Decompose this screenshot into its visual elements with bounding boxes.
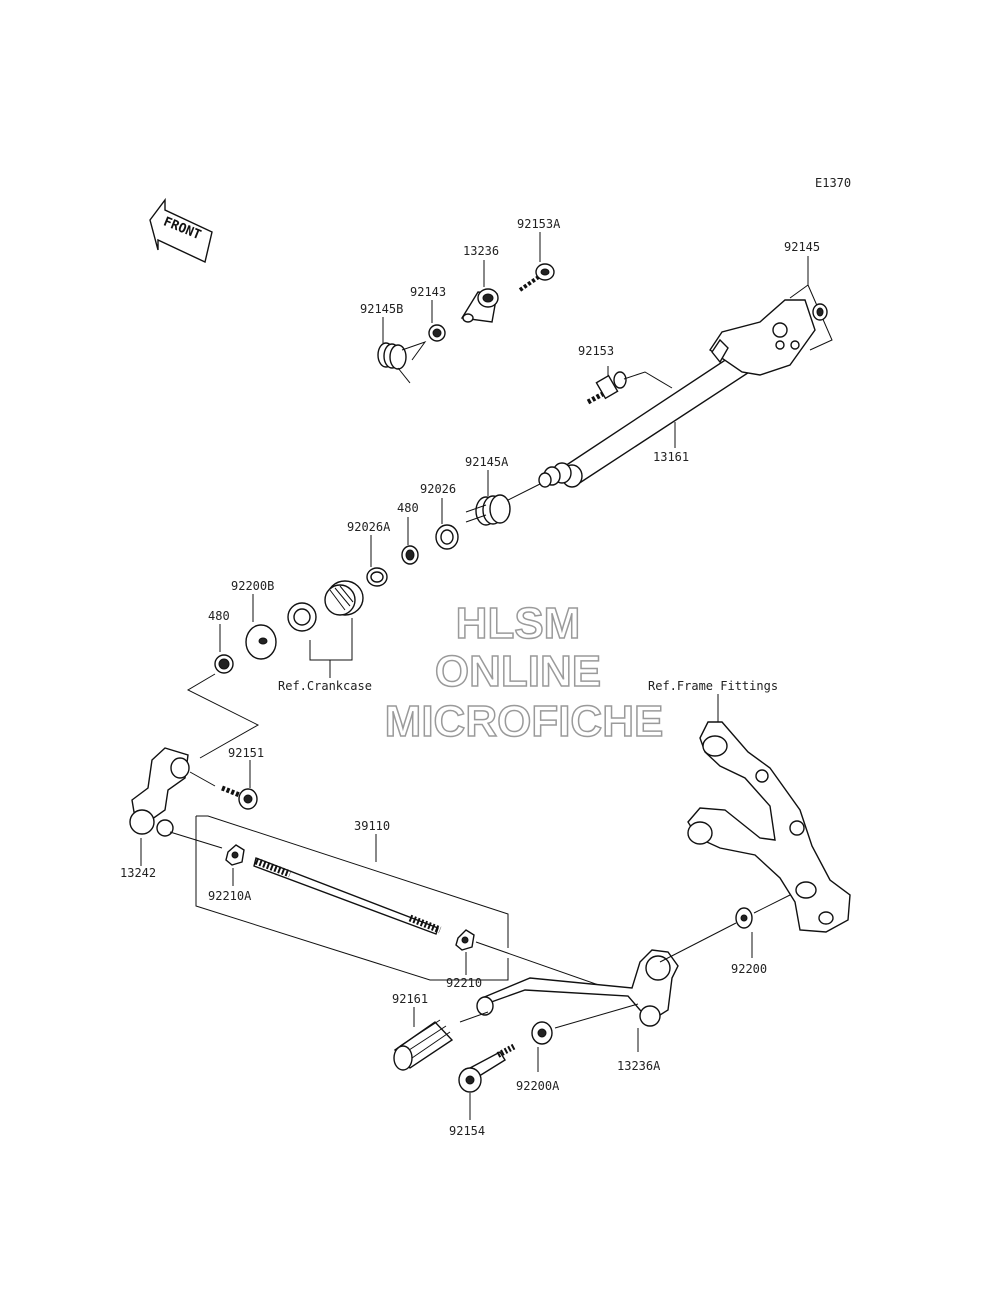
washer-92200-icon [735,907,753,929]
shift-pedal-13236A-icon [476,949,679,1027]
nut-92210A-icon [225,844,245,866]
circlip-480-icon [401,545,419,565]
label-92200: 92200 [731,962,767,976]
label-92153A: 92153A [517,217,561,231]
label-92200A: 92200A [516,1079,560,1093]
label-480-lower: 480 [208,609,230,623]
label-13236A: 13236A [617,1059,661,1073]
collar-13236-icon [460,288,499,323]
watermark-line-1: HLSM [456,599,581,648]
watermark-line-2: ONLINE [435,647,601,696]
clip-92145-icon [812,303,828,321]
ref-frame-fittings: Ref.Frame Fittings [648,679,778,693]
label-92145B: 92145B [360,302,403,316]
pedal-rubber-92161-icon [393,1019,454,1071]
label-39110: 39110 [354,819,390,833]
collar-92143-icon [428,324,446,342]
label-92026A: 92026A [347,520,391,534]
label-92145: 92145 [784,240,820,254]
label-92210A: 92210A [208,889,252,903]
label-92145A: 92145A [465,455,509,469]
tie-rod-icon [253,857,442,935]
label-92210: 92210 [446,976,482,990]
spring-92145A-icon [465,494,511,526]
bolt-92153-icon [586,371,627,405]
frame-bracket-icon [687,721,851,933]
bolt-92154-icon [458,1043,517,1093]
front-arrow-icon: FRONT [149,197,213,264]
nut-92210-icon [455,929,475,951]
bolt-92151-icon [221,785,258,810]
circlip-480-lower-icon [214,654,234,674]
washer-92026A-icon [366,567,388,587]
label-92151: 92151 [228,746,264,760]
label-92161: 92161 [392,992,428,1006]
shift-arm-13242-icon [129,747,190,837]
label-13236: 13236 [463,244,499,258]
label-92154: 92154 [449,1124,485,1138]
label-480-upper: 480 [397,501,419,515]
bearing-icon [287,580,364,632]
label-13242: 13242 [120,866,156,880]
washer-92200B-icon [245,624,277,660]
ref-crankcase: Ref.Crankcase [278,679,372,693]
washer-92026-icon [435,524,459,550]
label-92200B: 92200B [231,579,274,593]
label-92143: 92143 [410,285,446,299]
shift-shaft-13161-icon [538,299,816,488]
washer-92200A-icon [531,1021,553,1045]
watermark-line-3: MICROFICHE [385,697,664,746]
diagram-code: E1370 [815,176,851,190]
label-92026: 92026 [420,482,456,496]
label-13161: 13161 [653,450,689,464]
watermark: HLSM ONLINE MICROFICHE [384,598,664,747]
bolt-92153A-icon [518,263,555,292]
spring-92145B-icon [377,341,427,384]
label-92153: 92153 [578,344,614,358]
